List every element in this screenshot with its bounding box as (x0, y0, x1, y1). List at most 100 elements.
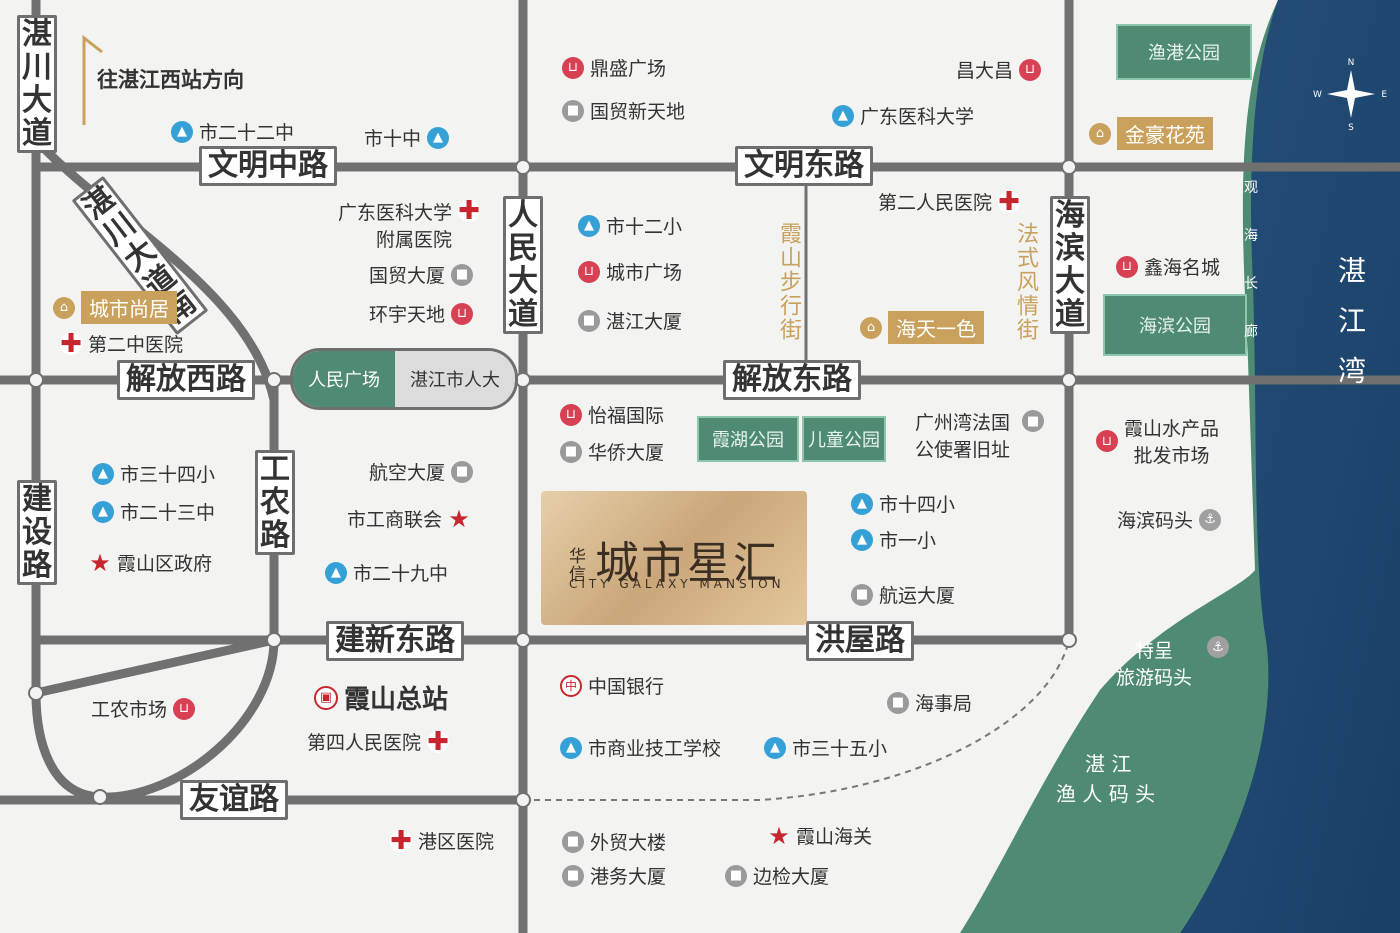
poi-waimao-label: 外贸大楼 (590, 832, 667, 854)
poi-shi34x[interactable]: ▲市三十四小 (92, 460, 215, 487)
school-icon: ▲ (92, 500, 114, 523)
poi-shi1x-label: 市一小 (879, 530, 937, 552)
park-haibin[interactable]: 海滨公园 (1103, 294, 1247, 356)
poi-dingsheng[interactable]: ⊔鼎盛广场 (562, 54, 666, 81)
plaza-right: 湛江市人大 (395, 351, 515, 407)
poi-gzw-line1: 广州湾法国 (915, 412, 1011, 434)
cart-icon: ⊔ (560, 403, 582, 426)
bank-icon: 中 (560, 674, 582, 697)
poi-haiguan[interactable]: ★霞山海关 (768, 821, 872, 850)
poi-bianjian-label: 边检大厦 (753, 866, 830, 888)
park-yugang[interactable]: 渔港公园 (1116, 24, 1252, 80)
poi-shi35x[interactable]: ▲市三十五小 (764, 734, 887, 761)
poi-shi14x[interactable]: ▲市十四小 (851, 490, 955, 517)
poi-hangkong[interactable]: 航空大厦■ (369, 458, 474, 485)
school-icon: ▲ (427, 126, 450, 149)
residence-icon: ⌂ (53, 296, 75, 319)
star-icon: ★ (448, 504, 470, 533)
hospital-icon: ✚ (458, 196, 480, 226)
building-icon: ■ (1022, 410, 1044, 432)
bay-label: 湛江湾 (1334, 256, 1367, 406)
school-icon: ▲ (325, 561, 347, 584)
road-label-youyi: 友谊路 (180, 780, 288, 820)
poi-chengshi-gc[interactable]: ⊔城市广场 (578, 258, 682, 285)
poi-techeng-line2: 旅游码头 (1116, 667, 1193, 689)
poi-techeng[interactable]: 特呈旅游码头 (1116, 636, 1192, 690)
compass-n: N (1347, 58, 1355, 68)
poi-haibin-mt-label: 海滨码头 (1117, 510, 1194, 532)
poi-xiashan-station[interactable]: ▣霞山总站 (314, 679, 448, 716)
star-icon: ★ (768, 821, 790, 850)
poi-gongnong-sc[interactable]: 工农市场⊔ (91, 695, 196, 722)
poi-hangyun-label: 航运大厦 (879, 585, 956, 607)
project-card[interactable]: 华信城市星汇 CITY GALAXY MANSION (541, 491, 807, 625)
poi-hangyun[interactable]: ■ 航运大厦 (851, 581, 955, 608)
poi-yifu[interactable]: ⊔怡福国际 (560, 401, 664, 428)
poi-zhanjiang-ds[interactable]: ■湛江大厦 (578, 307, 682, 334)
park-ertong[interactable]: 儿童公园 (802, 416, 886, 462)
poi-disi-renmin[interactable]: 第四人民医院✚ (307, 727, 450, 757)
anchor-icon: ⚓ (1207, 636, 1229, 658)
poi-shi34x-label: 市三十四小 (120, 464, 216, 486)
street-xiashan-walk: 霞山步行街 (776, 222, 801, 342)
poi-bianjian[interactable]: ■ 边检大厦 (725, 862, 829, 889)
building-icon: ■ (851, 583, 873, 606)
park-xiahu[interactable]: 霞湖公园 (697, 416, 799, 462)
promenade: 观海长廊 (1241, 176, 1261, 344)
res-jinhao[interactable]: ⌂金豪花苑 (1089, 117, 1213, 150)
poi-guangzhouwan[interactable]: 广州湾法国公使署旧址 (915, 408, 1010, 462)
poi-shi29[interactable]: ▲市二十九中 (325, 559, 448, 586)
poi-gangwu[interactable]: ■港务大厦 (562, 862, 666, 889)
poi-huanyu[interactable]: 环宇天地⊔ (369, 300, 474, 327)
poi-guomao-xtd-label: 国贸新天地 (590, 101, 686, 123)
hospital-icon: ✚ (60, 328, 82, 359)
project-title: 华信城市星汇 (569, 527, 779, 591)
poi-shuichan-text: 霞山水产品批发市场 (1124, 414, 1219, 468)
res-chengshi[interactable]: ⌂城市尚居 (53, 291, 177, 324)
poi-huaqiao[interactable]: ■华侨大厦 (560, 438, 664, 465)
poi-dier-renmin[interactable]: 第二人民医院✚ (878, 186, 1021, 217)
poi-xinhai[interactable]: ⊔鑫海名城 (1116, 253, 1220, 280)
poi-guomao-ds[interactable]: 国贸大厦■ (369, 261, 474, 288)
poi-shangye[interactable]: ▲市商业技工学校 (560, 734, 721, 761)
project-name: 城市星汇 (595, 538, 779, 589)
poi-shi12x-label: 市十二小 (606, 216, 683, 238)
road-label-renmin: 人民大道 (503, 196, 543, 334)
building-icon: ■ (562, 864, 584, 887)
poi-gdmu-hospital[interactable]: 广东医科大学附属医院 (338, 198, 452, 252)
poi-dier-zhong[interactable]: ✚第二中医院 (60, 328, 183, 359)
hospital-icon: ✚ (998, 186, 1021, 217)
school-icon: ▲ (764, 736, 786, 759)
poi-shuichan[interactable]: ⊔霞山水产品批发市场 (1096, 414, 1219, 468)
people-plaza[interactable]: 人民广场 湛江市人大 (290, 348, 518, 410)
residence-icon: ⌂ (1089, 122, 1111, 145)
poi-shi12x[interactable]: ▲市十二小 (578, 212, 682, 239)
poi-gzw-line2: 公使署旧址 (915, 439, 1011, 461)
poi-shi1x[interactable]: ▲市一小 (851, 526, 936, 553)
poi-shi10[interactable]: 市十中▲ (364, 124, 450, 151)
poi-guomao-xtd[interactable]: ■国贸新天地 (562, 97, 685, 124)
poi-boc-label: 中国银行 (588, 676, 665, 698)
building-icon: ■ (725, 864, 747, 887)
poi-gangqu[interactable]: ✚港区医院 (390, 826, 494, 856)
poi-changdachang[interactable]: 昌大昌⊔ (956, 56, 1042, 83)
street-french: 法式风情街 (1013, 222, 1038, 342)
poi-boc[interactable]: 中中国银行 (560, 672, 664, 699)
poi-xiashan-gov[interactable]: ★霞山区政府 (89, 549, 213, 577)
cart-icon: ⊔ (562, 56, 584, 79)
res-haitian[interactable]: ⌂海天一色 (860, 311, 984, 344)
poi-gdmu[interactable]: ▲广东医科大学 (832, 102, 974, 129)
poi-haibin-mt[interactable]: 海滨码头⚓ (1117, 506, 1222, 533)
road-label-gongnong: 工农路 (255, 450, 295, 555)
poi-gongshang[interactable]: 市工商联会★ (347, 504, 470, 533)
poi-waimao[interactable]: ■外贸大楼 (562, 828, 666, 855)
anchor-icon: ⚓ (1199, 508, 1222, 531)
poi-xiashan-gov-label: 霞山区政府 (117, 553, 213, 575)
road-label-zhanchuan: 湛川大道 (17, 15, 57, 153)
building-icon: ■ (578, 309, 600, 332)
poi-shi22[interactable]: ▲市二十二中 (171, 118, 294, 145)
poi-haishi[interactable]: ■海事局 (887, 689, 972, 716)
promenade-char: 观 (1244, 180, 1258, 196)
poi-shi23[interactable]: ▲市二十三中 (92, 498, 215, 525)
